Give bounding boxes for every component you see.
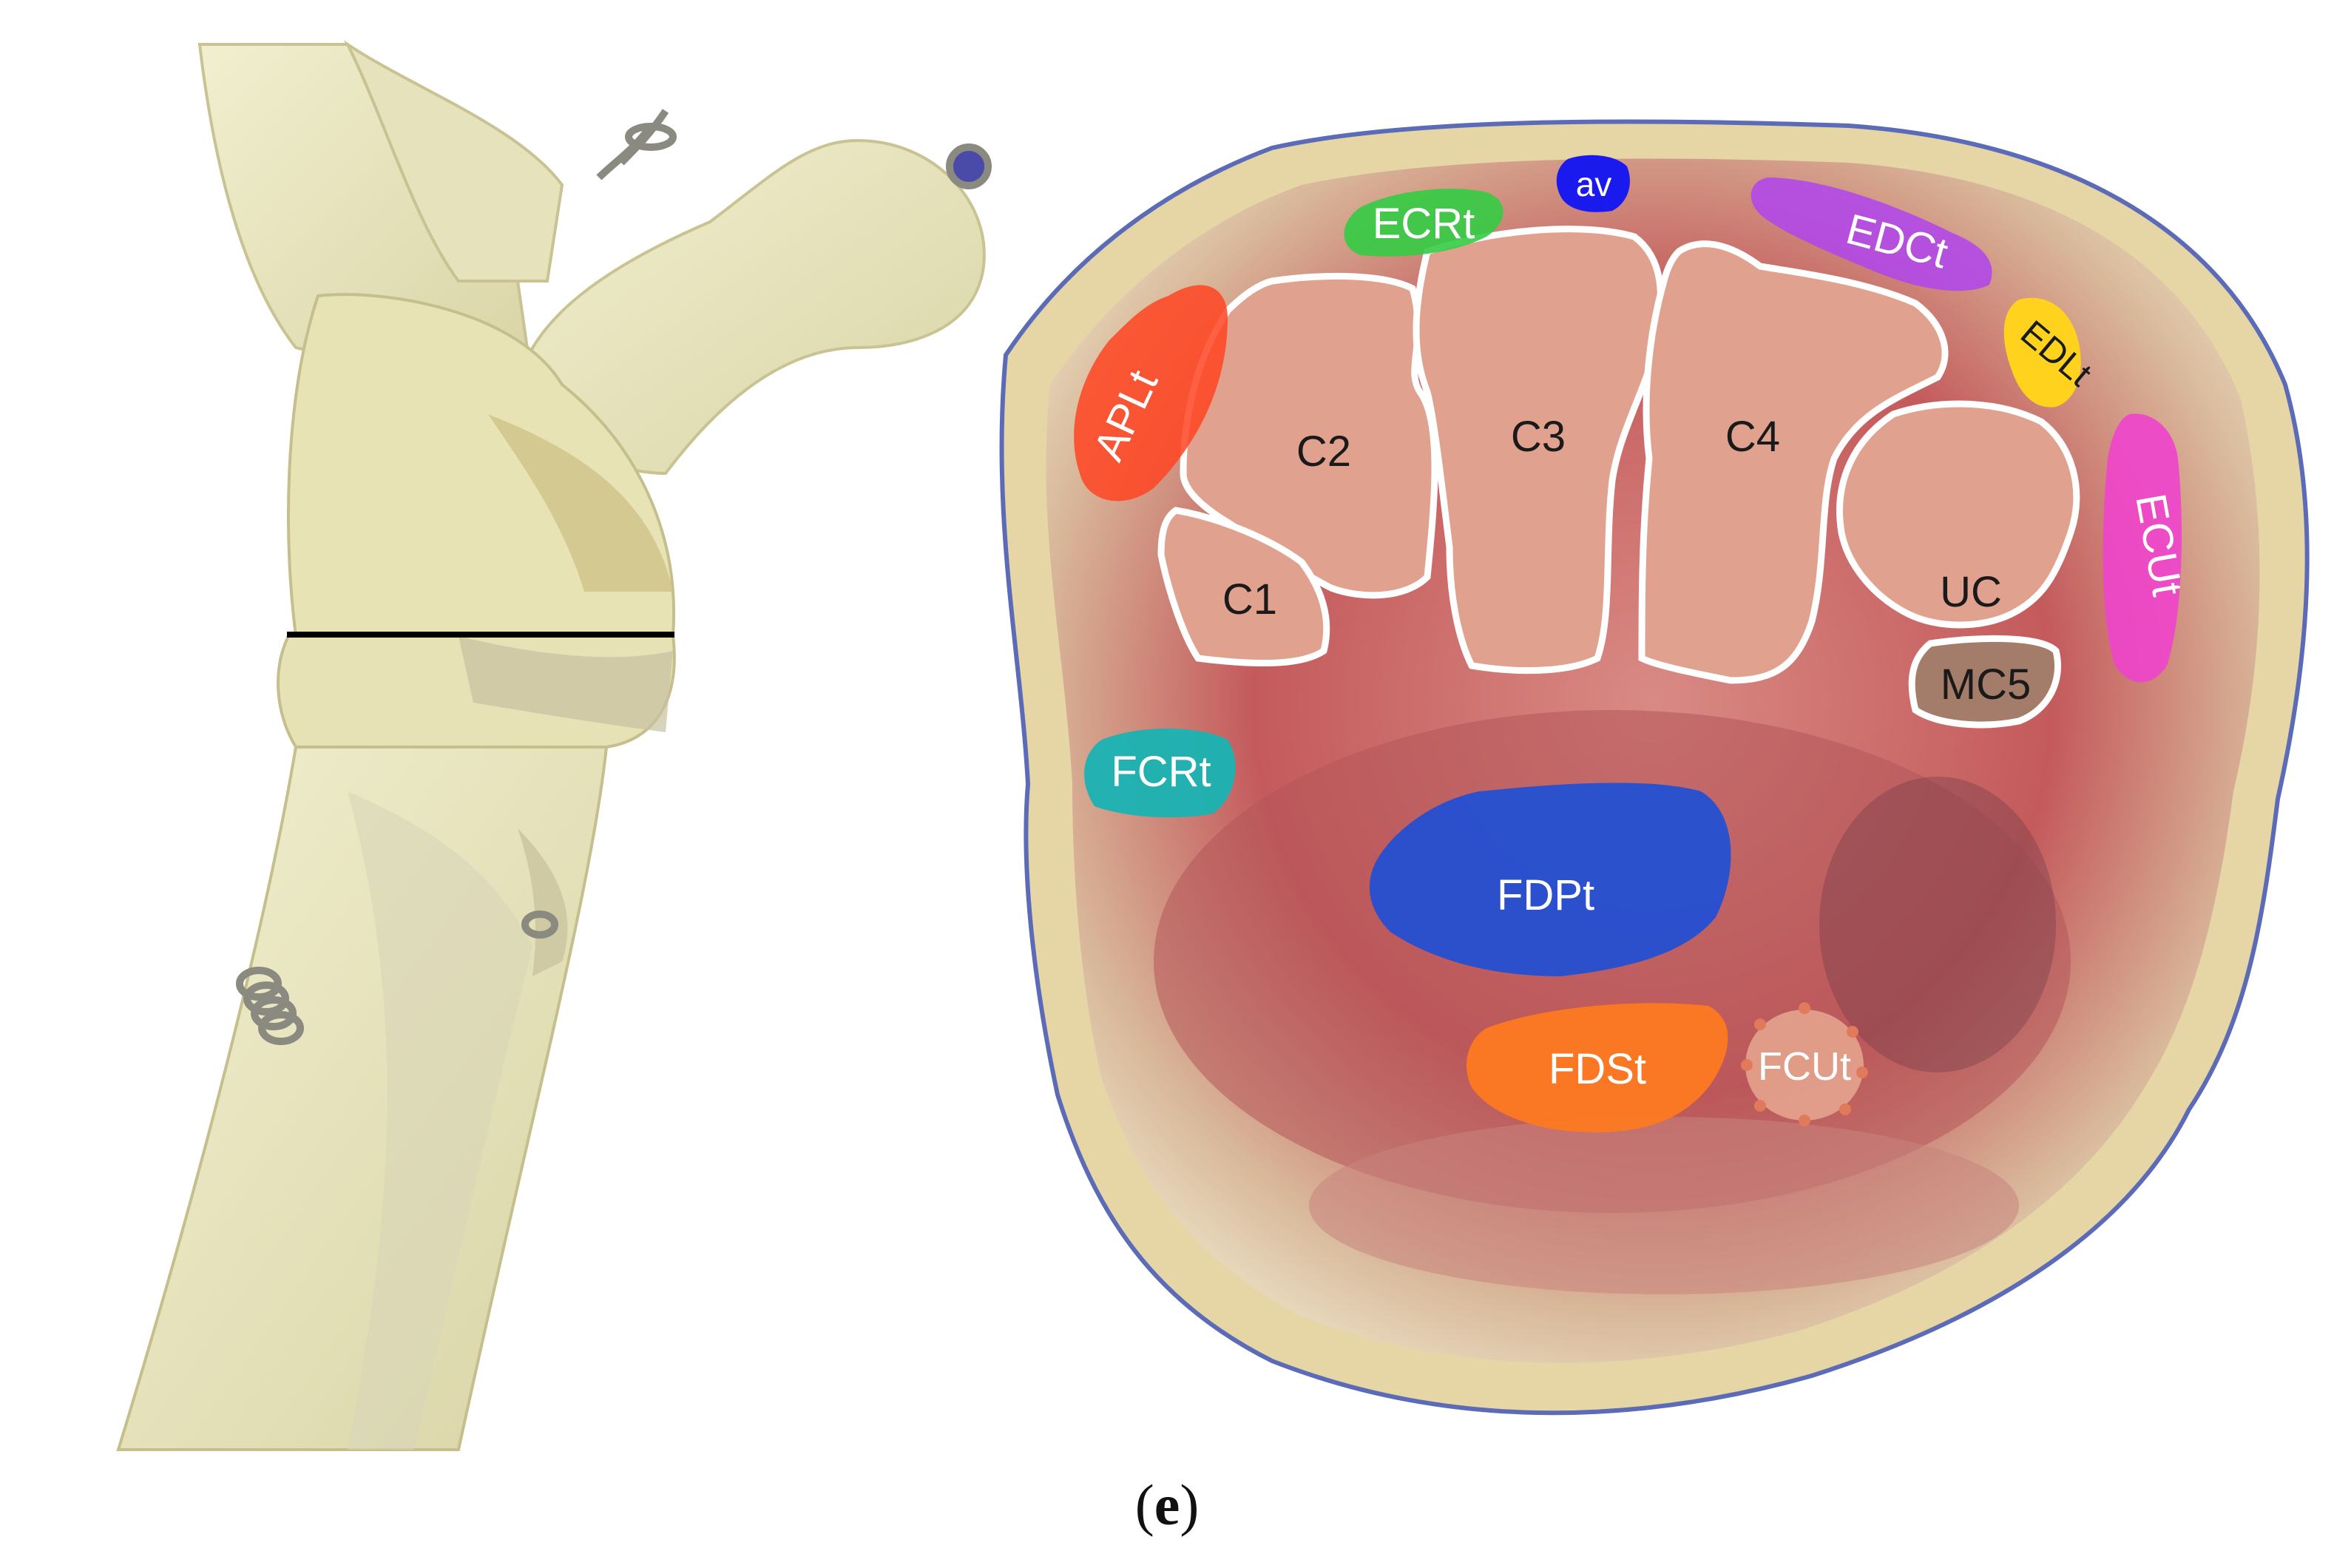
bone-outline-c3 <box>1413 226 1665 675</box>
tendon-fcut: FCUt <box>1741 1002 1868 1126</box>
tendon-label-av: av <box>1576 165 1612 203</box>
cross-section: APLt ECRt av EDCt EDLt ECUt FCRt FDPt <box>999 119 2310 1416</box>
bone-specimen <box>116 40 992 1451</box>
tendon-label-fcut: FCUt <box>1758 1044 1851 1089</box>
bone-label-c2: C2 <box>1296 428 1351 476</box>
tendon-aplt: APLt <box>1074 285 1228 501</box>
bone-label-c3: C3 <box>1511 413 1566 461</box>
tendon-label-fdpt: FDPt <box>1497 871 1594 919</box>
bone-outline-mc5 <box>1908 635 2062 729</box>
tendon-label-ecrt: ECRt <box>1373 200 1475 248</box>
bone-label-uc: UC <box>1940 568 2002 616</box>
tendon-ecut: ECUt <box>2103 413 2191 683</box>
bone-label-c1: C1 <box>1222 575 1277 624</box>
bone-label-c4: C4 <box>1725 413 1780 461</box>
tendon-av: av <box>1556 155 1630 212</box>
tendon-label-fcrt: FCRt <box>1111 748 1211 796</box>
tendon-fcrt: FCRt <box>1084 729 1236 818</box>
tendon-label-fdst: FDSt <box>1549 1045 1646 1093</box>
figure-caption: (e) <box>1134 1473 1200 1537</box>
caption-letter: e <box>1154 1473 1180 1537</box>
bone-outline-c1 <box>1157 507 1330 667</box>
wire-spring <box>236 109 992 1045</box>
tendon-ecrt: ECRt <box>1344 189 1503 257</box>
bone-label-mc5: MC5 <box>1941 660 2031 709</box>
bone-outline-c4 <box>1638 240 1949 684</box>
tendon-fdpt: FDPt <box>1369 783 1731 976</box>
tendon-fdst: FDSt <box>1466 1003 1728 1132</box>
bone-outline-uc <box>1836 400 2080 629</box>
